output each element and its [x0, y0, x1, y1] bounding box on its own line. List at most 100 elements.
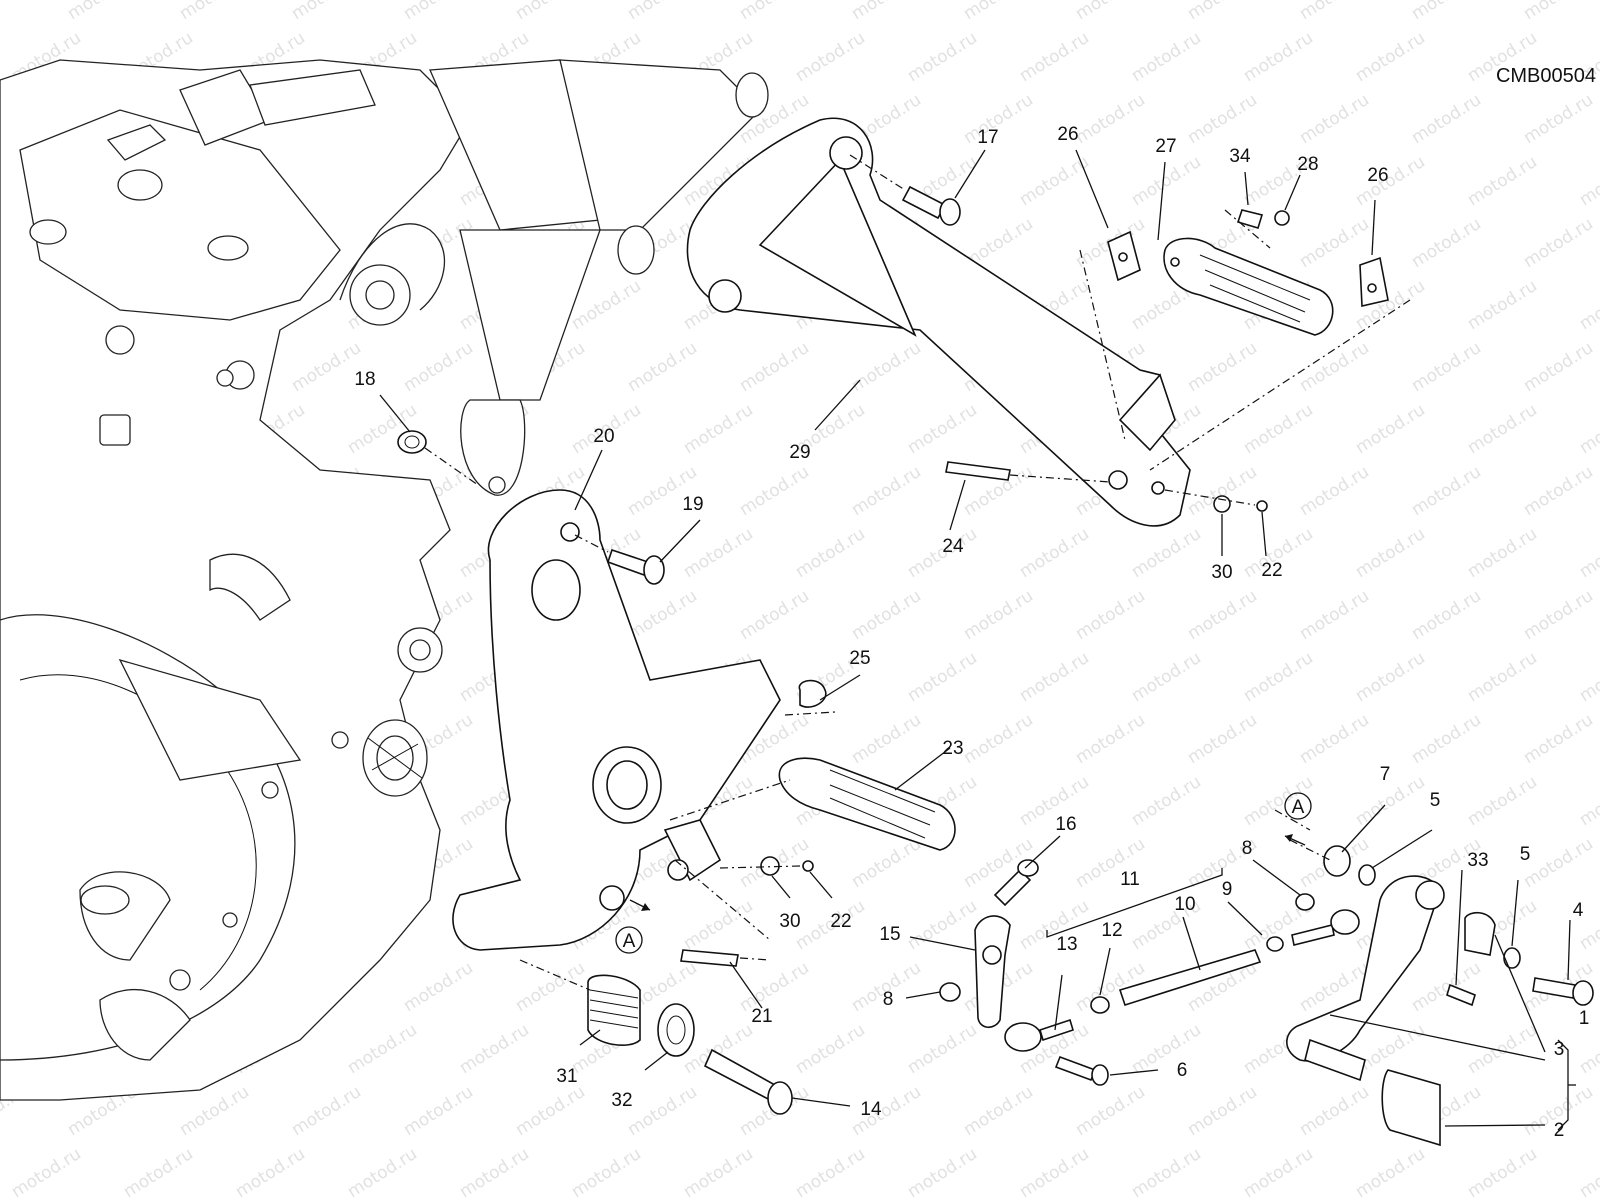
watermark-text: motod.ru	[1184, 1082, 1261, 1140]
watermark-text: motod.ru	[1520, 462, 1597, 520]
callout-19: 19	[682, 494, 703, 515]
watermark-text: motod.ru	[400, 1082, 477, 1140]
watermark-text: motod.ru	[1016, 648, 1093, 706]
callout-32: 32	[611, 1090, 632, 1111]
diagram-code: CMB00504	[1496, 65, 1596, 87]
callout-22-b: 22	[830, 911, 851, 932]
callout-3: 3	[1554, 1039, 1565, 1060]
watermark-text: motod.ru	[64, 0, 141, 24]
watermark-text: motod.ru	[1464, 1144, 1541, 1200]
callout-4: 4	[1573, 900, 1584, 921]
watermark-text: motod.ru	[1408, 462, 1485, 520]
watermark-text: motod.ru	[904, 1020, 981, 1078]
shift-linkage	[939, 809, 1594, 1147]
watermark-text: motod.ru	[1464, 772, 1541, 830]
watermark-text: motod.ru	[1520, 834, 1597, 892]
watermark-text: motod.ru	[456, 1020, 533, 1078]
watermark-text: motod.ru	[8, 1144, 85, 1200]
watermark-text: motod.ru	[1240, 772, 1317, 830]
watermark-text: motod.ru	[456, 1144, 533, 1200]
watermark-text: motod.ru	[288, 338, 365, 396]
watermark-text: motod.ru	[848, 462, 925, 520]
watermark-text: motod.ru	[1184, 338, 1261, 396]
callout-5-b: 5	[1520, 844, 1531, 865]
watermark-text: motod.ru	[400, 958, 477, 1016]
watermark-text: motod.ru	[624, 586, 701, 644]
watermark-text: motod.ru	[1296, 462, 1373, 520]
watermark-text: motod.ru	[512, 0, 589, 24]
watermark-text: motod.ru	[1128, 1020, 1205, 1078]
watermark-text: motod.ru	[1520, 0, 1597, 24]
watermark-text: motod.ru	[624, 0, 701, 24]
rear-footpeg	[1079, 209, 1411, 471]
watermark-text: motod.ru	[1296, 1082, 1373, 1140]
watermark-text: motod.ru	[1576, 524, 1600, 582]
watermark-text: motod.ru	[232, 1144, 309, 1200]
view-marker-a-label: A	[623, 931, 636, 952]
watermark-text: motod.ru	[512, 1082, 589, 1140]
watermark-text: motod.ru	[1072, 0, 1149, 24]
callout-15: 15	[879, 924, 900, 945]
watermark-text: motod.ru	[1408, 958, 1485, 1016]
watermark-text: motod.ru	[1016, 1144, 1093, 1200]
watermark-text: motod.ru	[848, 834, 925, 892]
watermark-text: motod.ru	[680, 524, 757, 582]
callout-21: 21	[751, 1006, 772, 1027]
watermark-text: motod.ru	[0, 0, 29, 24]
watermark-text: motod.ru	[960, 1082, 1037, 1140]
watermark-text: motod.ru	[1408, 338, 1485, 396]
watermark-text: motod.ru	[1352, 772, 1429, 830]
watermark-text: motod.ru	[904, 648, 981, 706]
watermark-text: motod.ru	[1128, 524, 1205, 582]
watermark-text: motod.ru	[1464, 1020, 1541, 1078]
callout-34: 34	[1229, 146, 1251, 167]
watermark-text: motod.ru	[1352, 1144, 1429, 1200]
watermark-text: motod.ru	[904, 1144, 981, 1200]
watermark-text: motod.ru	[1576, 276, 1600, 334]
watermark-text: motod.ru	[848, 586, 925, 644]
watermark-text: motod.ru	[1408, 0, 1485, 24]
watermark-text: motod.ru	[1184, 90, 1261, 148]
callout-24: 24	[942, 536, 964, 557]
callout-9: 9	[1222, 879, 1233, 900]
watermark-text: motod.ru	[792, 1144, 869, 1200]
watermark-text: motod.ru	[1240, 1144, 1317, 1200]
watermark-text: motod.ru	[1576, 648, 1600, 706]
watermark-text: motod.ru	[848, 710, 925, 768]
watermark-text: motod.ru	[1408, 586, 1485, 644]
watermark-text: motod.ru	[1576, 772, 1600, 830]
watermark-text: motod.ru	[848, 338, 925, 396]
watermark-text: motod.ru	[680, 896, 757, 954]
view-marker-a-left: A	[615, 899, 651, 954]
callout-30-b: 30	[779, 911, 800, 932]
watermark-text: motod.ru	[176, 0, 253, 24]
callout-6: 6	[1177, 1060, 1188, 1081]
watermark-text: motod.ru	[624, 338, 701, 396]
callout-11: 11	[1120, 869, 1140, 890]
callout-31: 31	[556, 1066, 577, 1087]
watermark-text: motod.ru	[1240, 28, 1317, 86]
callout-30-a: 30	[1211, 562, 1232, 583]
callout-27: 27	[1155, 136, 1176, 157]
watermark-text: motod.ru	[1352, 1020, 1429, 1078]
watermark-text: motod.ru	[1184, 0, 1261, 24]
watermark-text: motod.ru	[904, 28, 981, 86]
watermark-text: motod.ru	[1408, 710, 1485, 768]
callout-26-a: 26	[1057, 124, 1078, 145]
front-footpeg	[669, 679, 956, 941]
watermark-text: motod.ru	[960, 710, 1037, 768]
watermark-text: motod.ru	[1296, 710, 1373, 768]
pivot-bolt-assembly	[519, 959, 793, 1115]
watermark-text: motod.ru	[1296, 338, 1373, 396]
watermark-text: motod.ru	[1352, 152, 1429, 210]
watermark-text: motod.ru	[1464, 400, 1541, 458]
watermark-text: motod.ru	[1072, 90, 1149, 148]
watermark-text: motod.ru	[1352, 400, 1429, 458]
watermark-text: motod.ru	[344, 1020, 421, 1078]
watermark-text: motod.ru	[680, 400, 757, 458]
watermark-text: motod.ru	[288, 1082, 365, 1140]
engine-and-frame	[0, 59, 769, 1101]
watermark-text: motod.ru	[1408, 214, 1485, 272]
watermark-text: motod.ru	[1296, 586, 1373, 644]
